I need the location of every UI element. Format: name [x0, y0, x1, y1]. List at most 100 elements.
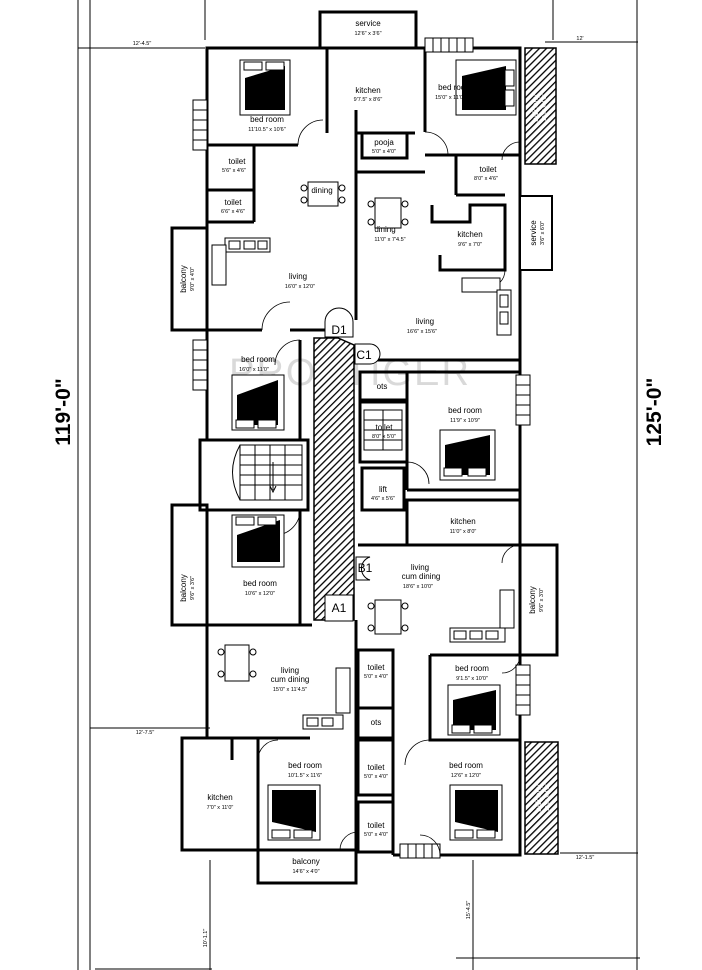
dining-table-b1 [367, 599, 409, 635]
b1-balcony-2-name: balcony [534, 784, 543, 812]
unit-a1-label: A1 [332, 601, 347, 615]
bed-c1-2 [439, 429, 496, 481]
walls [170, 10, 559, 885]
b1-kitchen-name: kitchen [450, 517, 475, 526]
a1-living-size: 15'0" x 11'4.5" [273, 687, 307, 693]
sofa-d1 [211, 237, 271, 286]
a1-kitchen-size: 7'0" x 11'0" [207, 805, 234, 811]
top-right-dimension: 12' [576, 36, 583, 42]
lift-name: lift [379, 485, 388, 494]
pooja-size: 5'0" x 4'0" [372, 149, 396, 155]
c1-service-name: service [529, 220, 538, 246]
b1-bed-1-size: 9'1.5" x 10'0" [456, 676, 488, 682]
unit-d1-label: D1 [331, 323, 347, 337]
bed-b1-1 [447, 684, 501, 736]
dimension-lines [77, 0, 640, 970]
a1-bed-1-name: bed room [243, 579, 277, 588]
b1-living-name: living [411, 563, 429, 572]
d1-kitchen-size: 9'7.5" x 8'6" [354, 97, 383, 103]
c1-bed-top-size: 15'0" x 11'0" [435, 95, 465, 101]
a1-living-name-2: cum dining [271, 675, 310, 684]
b1-bed-2-name: bed room [449, 761, 483, 770]
bed-c1-top [455, 59, 517, 116]
d1-bed-2-size: 16'0" x 11'0" [239, 367, 269, 373]
d1-living-size: 16'0" x 12'0" [285, 284, 315, 290]
d1-toilet-2-name: toilet [225, 198, 243, 207]
c1-bed-2-size: 11'9" x 10'9" [450, 418, 480, 424]
c1-ots-name: ots [377, 382, 388, 391]
b1-living-size: 18'6" x 10'0" [403, 584, 433, 590]
c1-service-size: 3'6" x 6'0" [540, 221, 546, 245]
c1-toilet-2-size: 8'0" x 5'0" [372, 434, 396, 440]
right-height-dimension: 125'-0" [643, 378, 666, 447]
c1-balcony-top-name: balcony [531, 94, 540, 122]
b1-living-name-2: cum dining [402, 572, 441, 581]
c1-kitchen-size: 9'6" x 7'0" [458, 242, 482, 248]
dining-table-a1 [217, 644, 257, 682]
b1-balcony-2-size: 12'0" x 4'0" [545, 784, 551, 811]
bottom-left-dimension: 10'-1.1" [203, 929, 209, 948]
c1-kitchen-name: kitchen [457, 230, 482, 239]
d1-toilet-1-size: 5'6" x 4'6" [222, 168, 246, 174]
b1-bed-1-name: bed room [455, 664, 489, 673]
b1-toilet-1-name: toilet [368, 663, 386, 672]
mid-left-dimension: 12'-7.5" [136, 730, 155, 736]
unit-markers: D1 C1 B1 A1 [324, 307, 381, 622]
c1-dining-name: dining [374, 225, 395, 234]
lift-size: 4'6" x 5'6" [371, 496, 395, 502]
bottom-right-dimension: 15'-4.5" [466, 901, 472, 920]
windows [192, 37, 531, 859]
dining-table-d1 [300, 181, 346, 207]
hatched-areas [313, 47, 559, 855]
sofa-c1 [461, 277, 512, 336]
d1-toilet-2-size: 6'6" x 4'6" [221, 209, 245, 215]
d1-living-name: living [289, 272, 307, 281]
c1-living-name: living [416, 317, 434, 326]
pooja-name: pooja [374, 138, 394, 147]
furniture [211, 59, 517, 841]
a1-ots-name: ots [371, 718, 382, 727]
d1-bed-name: bed room [250, 115, 284, 124]
service-top-name: service [355, 19, 381, 28]
left-height-dimension: 119'-0" [52, 378, 75, 446]
a1-toilet-name: toilet [368, 821, 386, 830]
d1-bed-2-name: bed room [241, 355, 275, 364]
a1-bed-2-name: bed room [288, 761, 322, 770]
top-left-dimension: 12'-4.5" [133, 41, 152, 47]
staircase [232, 409, 403, 501]
d1-dining-name: dining [311, 186, 332, 195]
c1-bed-top-name: bed room [438, 83, 472, 92]
d1-bed-size: 11'10.5" x 10'6" [248, 127, 285, 133]
c1-balcony-top-size: 10'0" x 4'0" [542, 94, 548, 121]
b1-toilet-1-size: 5'0" x 4'0" [364, 674, 388, 680]
a1-kitchen-name: kitchen [207, 793, 232, 802]
a1-bed-2-size: 10'1.5" x 11'6" [288, 773, 322, 779]
a1-toilet-size: 5'0" x 4'0" [364, 832, 388, 838]
a1-balcony-2-name: balcony [292, 857, 320, 866]
service-top-size: 12'6" x 3'6" [354, 31, 381, 37]
bed-a1-1 [231, 514, 285, 568]
b1-balcony-1-size: 9'6" x 3'0" [539, 588, 545, 612]
a1-balcony-1-size: 9'6" x 3'6" [190, 576, 196, 600]
c1-toilet-2-name: toilet [376, 423, 394, 432]
c1-living-size: 16'6" x 15'6" [407, 329, 437, 335]
d1-kitchen-name: kitchen [355, 86, 380, 95]
sofa-a1 [302, 667, 351, 730]
bed-b1-2 [449, 784, 503, 841]
sofa-b1 [449, 589, 515, 643]
d1-balcony-name: balcony [179, 265, 188, 293]
c1-toilet-top-name: toilet [480, 165, 498, 174]
a1-living-name: living [281, 666, 299, 675]
c1-toilet-top-size: 8'0" x 4'6" [474, 176, 498, 182]
a1-balcony-1-name: balcony [179, 574, 188, 602]
b1-kitchen-size: 11'0" x 8'0" [450, 529, 477, 535]
a1-balcony-2-size: 14'6" x 4'0" [292, 869, 319, 875]
a1-bed-1-size: 10'6" x 12'0" [245, 591, 275, 597]
unit-b1-label: B1 [358, 561, 373, 575]
d1-balcony-size: 9'0" x 4'0" [190, 267, 196, 291]
bed-d1 [239, 59, 291, 116]
bed-a1-2 [267, 784, 321, 841]
room-labels: service 12'6" x 3'6" bed room 11'10.5" x… [179, 19, 553, 875]
bed-d1-2 [231, 374, 285, 431]
